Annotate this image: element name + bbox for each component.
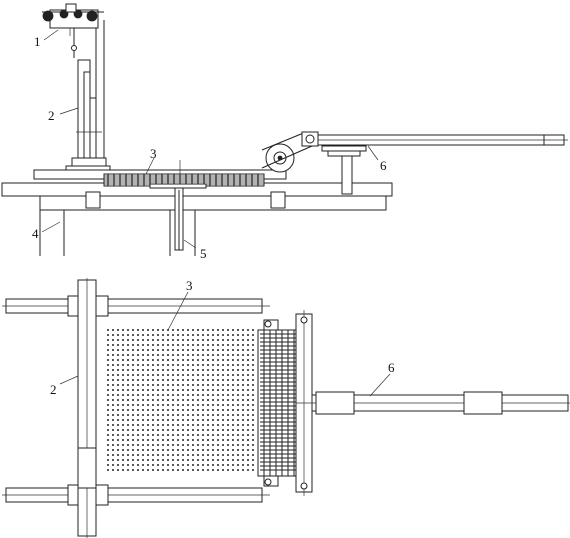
label-part-2-bottom: 2 [50, 382, 57, 397]
platen-part-3 [33, 160, 287, 189]
label-part-4: 4 [32, 226, 39, 241]
label-part-5: 5 [200, 246, 207, 261]
label-part-6-top: 6 [380, 158, 387, 173]
leaders-top [41, 29, 379, 249]
leaders-bottom [59, 291, 391, 397]
column-part-2 [65, 14, 111, 173]
label-part-1: 1 [34, 34, 41, 49]
label-part-6-bottom: 6 [388, 360, 395, 375]
needle-part-5 [174, 187, 184, 251]
label-part-3-bottom: 3 [186, 278, 193, 293]
head-part-1 [42, 3, 104, 58]
label-part-2-top: 2 [48, 108, 55, 123]
arm-part-6 [296, 391, 570, 415]
label-part-3-top: 3 [150, 146, 157, 161]
base-frame [1, 182, 393, 256]
roller-arm-part-6 [261, 131, 568, 195]
plan-view: 3 2 6 [2, 278, 570, 538]
side-view: 1 2 3 4 5 6 [1, 3, 568, 261]
frame-rails [2, 278, 270, 538]
dot-matrix-part-3 [107, 329, 254, 471]
